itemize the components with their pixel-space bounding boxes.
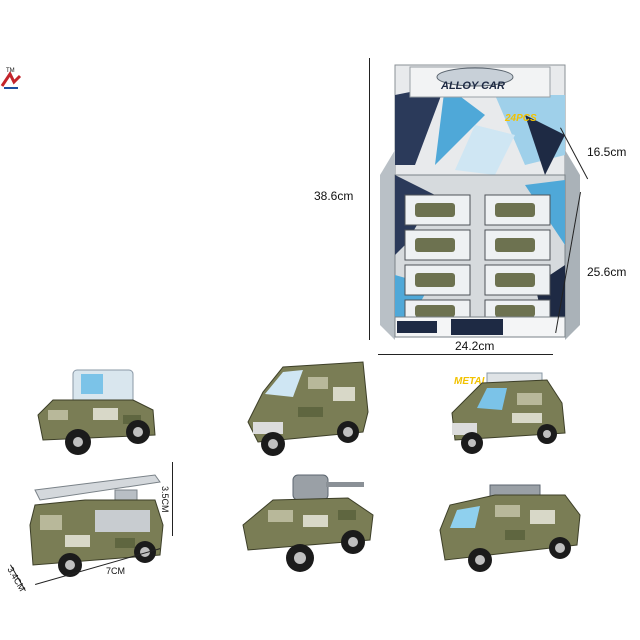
car-height-dimension-label: 3.5CM xyxy=(160,486,170,513)
width-dimension-label: 24.2cm xyxy=(455,339,495,353)
box-header-label: ALLOY CAR xyxy=(441,80,505,92)
suv-icon xyxy=(451,372,566,454)
front-height-dimension-label: 25.6cm xyxy=(587,265,627,279)
armored-truck-icon xyxy=(439,484,581,572)
display-box-illustration xyxy=(380,64,580,340)
jeep-icon xyxy=(37,369,156,455)
top-depth-dimension-label: 16.5cm xyxy=(587,145,627,159)
width-dimension-line xyxy=(378,354,553,355)
height-dimension-label: 38.6cm xyxy=(314,189,354,203)
car-width-dimension-label: 3.4CM xyxy=(5,565,28,593)
van-icon xyxy=(247,361,369,456)
brand-logo-icon xyxy=(0,71,22,89)
ladder-truck-icon xyxy=(29,474,164,577)
tank-icon xyxy=(242,474,374,572)
box-metal-label: METAL xyxy=(454,376,488,387)
car-length-dimension-label: 7CM xyxy=(106,566,126,576)
car-height-dimension-line xyxy=(172,462,173,536)
brand-logo: TM xyxy=(0,68,22,92)
height-dimension-line xyxy=(369,58,370,340)
box-count-badge: 24PCS xyxy=(505,113,537,124)
box-diecast-label: DIE-CAST xyxy=(398,378,427,384)
display-box: ALLOY CAR 24PCS DIE-CAST METAL xyxy=(375,55,585,387)
trademark-label: TM xyxy=(6,68,15,74)
